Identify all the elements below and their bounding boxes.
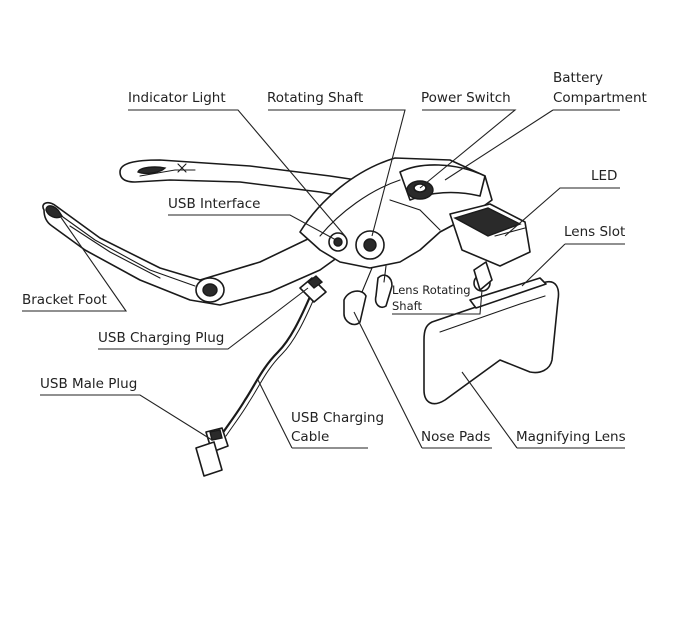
leader-lines (22, 109, 625, 449)
leader-lens-slot (521, 243, 625, 287)
label-nose-pads: Nose Pads (421, 429, 490, 445)
led-emitter (453, 207, 522, 237)
leader-battery (444, 109, 620, 181)
leader-power-switch (419, 109, 517, 189)
label-lens-slot: Lens Slot (564, 224, 625, 240)
device-illustration (42, 157, 560, 477)
leader-magnifying-lens (461, 371, 625, 449)
labels: Indicator Light Rotating Shaft Power Swi… (22, 70, 647, 445)
usb-cable (220, 290, 314, 436)
lens-slot-bar (469, 277, 547, 309)
leader-indicator-light (128, 109, 346, 237)
leader-usb-interface (168, 214, 337, 241)
label-rotating-shaft: Rotating Shaft (267, 90, 363, 106)
leader-usb-plug (98, 287, 309, 350)
usb-male-plug-head (195, 441, 223, 477)
label-led: LED (591, 168, 617, 184)
leader-led (504, 187, 620, 237)
label-bracket-foot: Bracket Foot (22, 292, 107, 308)
leader-usb-male (40, 394, 213, 441)
nose-pad-right (374, 274, 393, 309)
label-usb-cable-line2: Cable (291, 429, 329, 445)
label-usb-male-plug: USB Male Plug (40, 376, 137, 392)
leader-bracket-foot (22, 215, 128, 312)
magnifying-lens-plate (423, 280, 560, 405)
upper-arm-clip (137, 166, 167, 175)
label-indicator-light: Indicator Light (128, 90, 226, 106)
lower-arm (42, 201, 346, 306)
leader-rotating-shaft (268, 109, 406, 237)
label-magnifying-lens: Magnifying Lens (516, 429, 626, 445)
label-usb-cable-line1: USB Charging (291, 410, 384, 426)
label-battery-line2: Compartment (553, 90, 647, 106)
leader-nose-pads (353, 311, 492, 449)
label-usb-interface: USB Interface (168, 196, 260, 212)
leader-lens-rotating (392, 289, 483, 315)
leader-usb-cable (257, 379, 368, 449)
bracket-foot-tip (45, 205, 63, 219)
nose-pad-left (343, 290, 367, 326)
label-power-switch: Power Switch (421, 90, 511, 106)
label-lens-rotating-line1: Lens Rotating (392, 283, 471, 297)
label-usb-charging-plug: USB Charging Plug (98, 330, 224, 346)
label-battery-line1: Battery (553, 70, 603, 86)
label-lens-rotating-line2: Shaft (392, 299, 422, 313)
